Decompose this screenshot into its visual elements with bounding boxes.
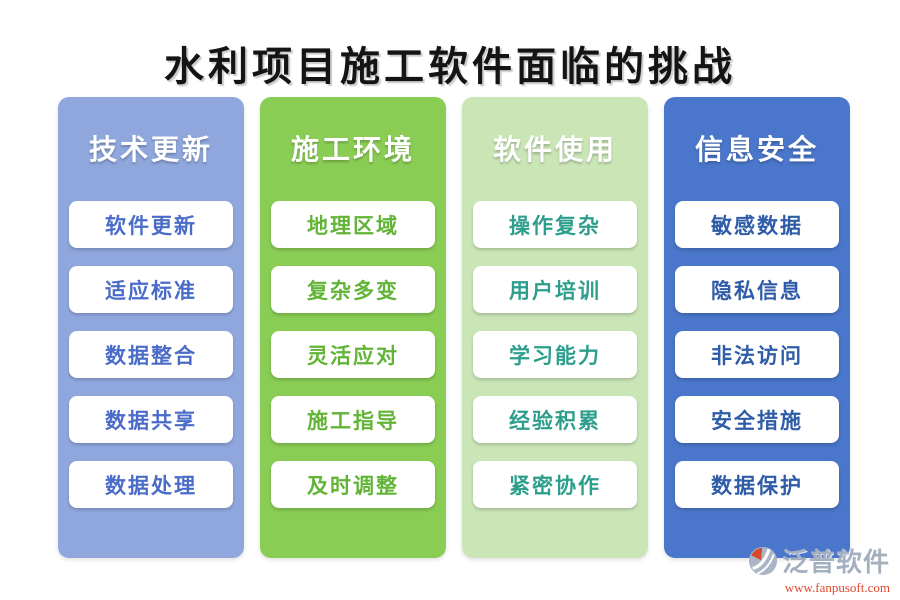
challenge-card: 灵活应对 bbox=[271, 331, 435, 378]
column-header: 施工环境 bbox=[290, 135, 415, 166]
fanpu-logo-icon bbox=[748, 546, 778, 575]
page-title: 水利项目施工软件面临的挑战 bbox=[164, 44, 736, 89]
challenge-card: 复杂多变 bbox=[271, 266, 435, 313]
challenge-card: 经验积累 bbox=[473, 396, 637, 443]
challenge-card: 安全措施 bbox=[675, 396, 839, 443]
challenge-card: 隐私信息 bbox=[675, 266, 839, 313]
challenge-card: 及时调整 bbox=[271, 461, 435, 508]
website-url: www.fanpusoft.com bbox=[784, 580, 890, 595]
challenge-card: 非法访问 bbox=[675, 331, 839, 378]
challenge-card: 数据整合 bbox=[69, 331, 233, 378]
challenge-card: 敏感数据 bbox=[675, 201, 839, 248]
challenge-card: 施工指导 bbox=[271, 396, 435, 443]
column-header: 软件使用 bbox=[492, 135, 617, 166]
column-info-security: 信息安全 敏感数据 隐私信息 非法访问 安全措施 数据保护 bbox=[664, 97, 850, 558]
challenge-card: 数据共享 bbox=[69, 396, 233, 443]
fanpu-watermark: 泛普软件 www.fanpusoft.com bbox=[748, 542, 890, 596]
column-header: 信息安全 bbox=[694, 135, 819, 166]
column-tech-update: 技术更新 软件更新 适应标准 数据整合 数据共享 数据处理 bbox=[58, 97, 244, 558]
challenge-card: 地理区域 bbox=[271, 201, 435, 248]
challenge-card: 操作复杂 bbox=[473, 201, 637, 248]
challenge-card: 适应标准 bbox=[69, 266, 233, 313]
column-header: 技术更新 bbox=[88, 135, 213, 166]
columns-row: 技术更新 软件更新 适应标准 数据整合 数据共享 数据处理 施工环境 地理区域 … bbox=[58, 97, 850, 558]
column-software-use: 软件使用 操作复杂 用户培训 学习能力 经验积累 紧密协作 bbox=[462, 97, 648, 558]
challenge-card: 软件更新 bbox=[69, 201, 233, 248]
challenge-card: 数据保护 bbox=[675, 461, 839, 508]
brand-name: 泛普软件 bbox=[781, 548, 890, 577]
challenge-card: 学习能力 bbox=[473, 331, 637, 378]
column-construction-env: 施工环境 地理区域 复杂多变 灵活应对 施工指导 及时调整 bbox=[260, 97, 446, 558]
challenge-card: 紧密协作 bbox=[473, 461, 637, 508]
challenge-card: 用户培训 bbox=[473, 266, 637, 313]
challenge-card: 数据处理 bbox=[69, 461, 233, 508]
